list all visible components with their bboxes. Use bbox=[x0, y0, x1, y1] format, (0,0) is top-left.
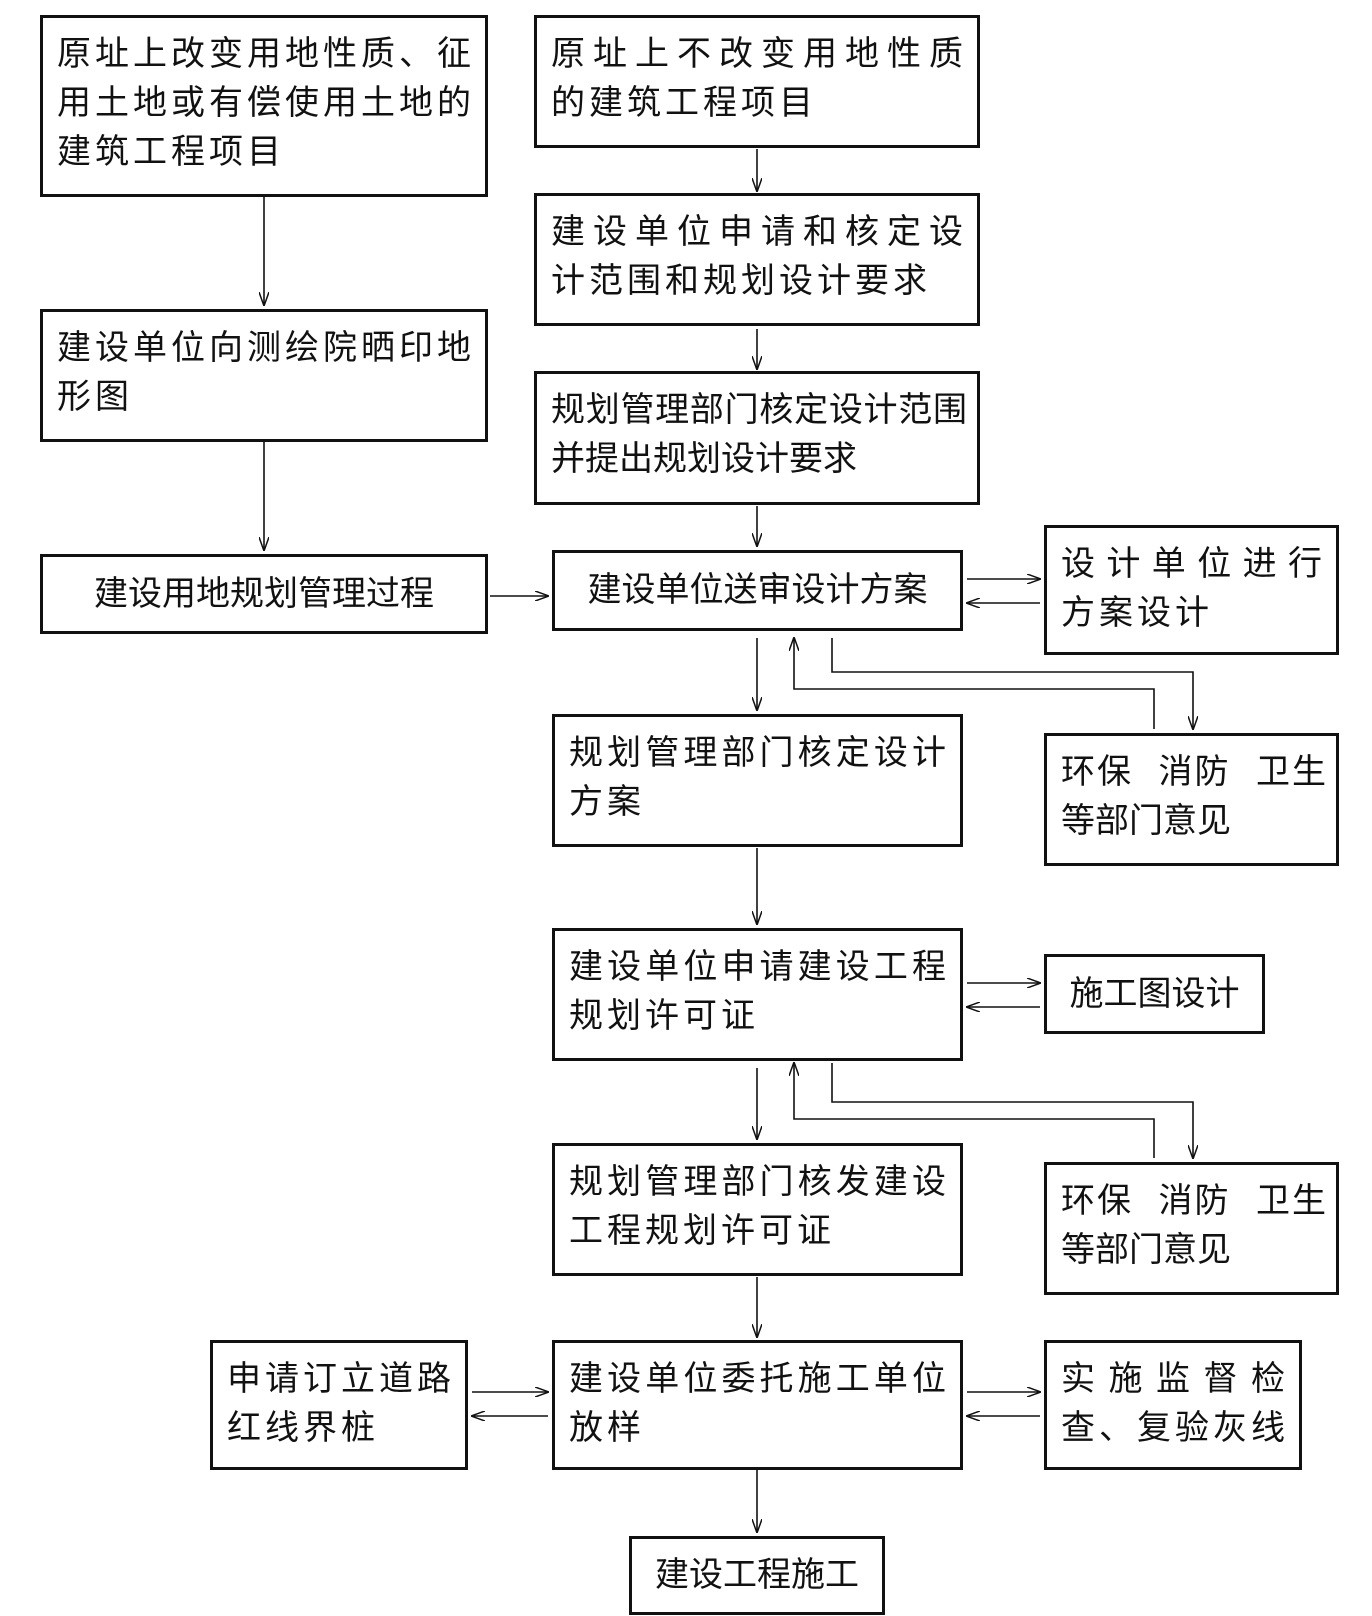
node-change-land-use-project: 原址上改变用地性质、征用土地或有偿使用土地的建筑工程项目 bbox=[40, 15, 488, 197]
node-apply-red-line-stakes: 申请订立道路红线界桩 bbox=[210, 1340, 468, 1470]
arrow-n14-n11 bbox=[794, 1063, 1155, 1158]
node-scheme-design: 设计单位进行方案设计 bbox=[1044, 525, 1339, 655]
node-print-topographic-map: 建设单位向测绘院晒印地形图 bbox=[40, 309, 488, 442]
node-issue-planning-permit: 规划管理部门核发建设工程规划许可证 bbox=[552, 1143, 963, 1276]
node-construction-drawing-design: 施工图设计 bbox=[1044, 954, 1265, 1034]
node-dept-opinions-2: 环保 消防 卫生等部门意见 bbox=[1044, 1162, 1339, 1295]
node-verify-design-scheme: 规划管理部门核定设计方案 bbox=[552, 714, 963, 847]
node-dept-opinions-1: 环保 消防 卫生等部门意见 bbox=[1044, 733, 1339, 866]
node-supervise-recheck-lines: 实施监督检查、复验灰线 bbox=[1044, 1340, 1302, 1470]
node-verify-design-scope: 规划管理部门核定设计范围并提出规划设计要求 bbox=[534, 371, 980, 505]
arrow-n11-n14 bbox=[831, 1063, 1193, 1158]
node-construction: 建设工程施工 bbox=[629, 1536, 885, 1615]
node-submit-design-scheme: 建设单位送审设计方案 bbox=[552, 550, 963, 631]
node-apply-planning-permit: 建设单位申请建设工程规划许可证 bbox=[552, 928, 963, 1061]
node-apply-design-scope: 建设单位申请和核定设计范围和规划设计要求 bbox=[534, 193, 980, 326]
node-entrust-setting-out: 建设单位委托施工单位放样 bbox=[552, 1340, 963, 1470]
node-land-planning-process: 建设用地规划管理过程 bbox=[40, 554, 488, 634]
node-no-change-land-use-project: 原址上不改变用地性质的建筑工程项目 bbox=[534, 15, 980, 148]
arrow-n10-n7 bbox=[794, 638, 1155, 729]
arrow-n7-n10 bbox=[831, 638, 1193, 729]
